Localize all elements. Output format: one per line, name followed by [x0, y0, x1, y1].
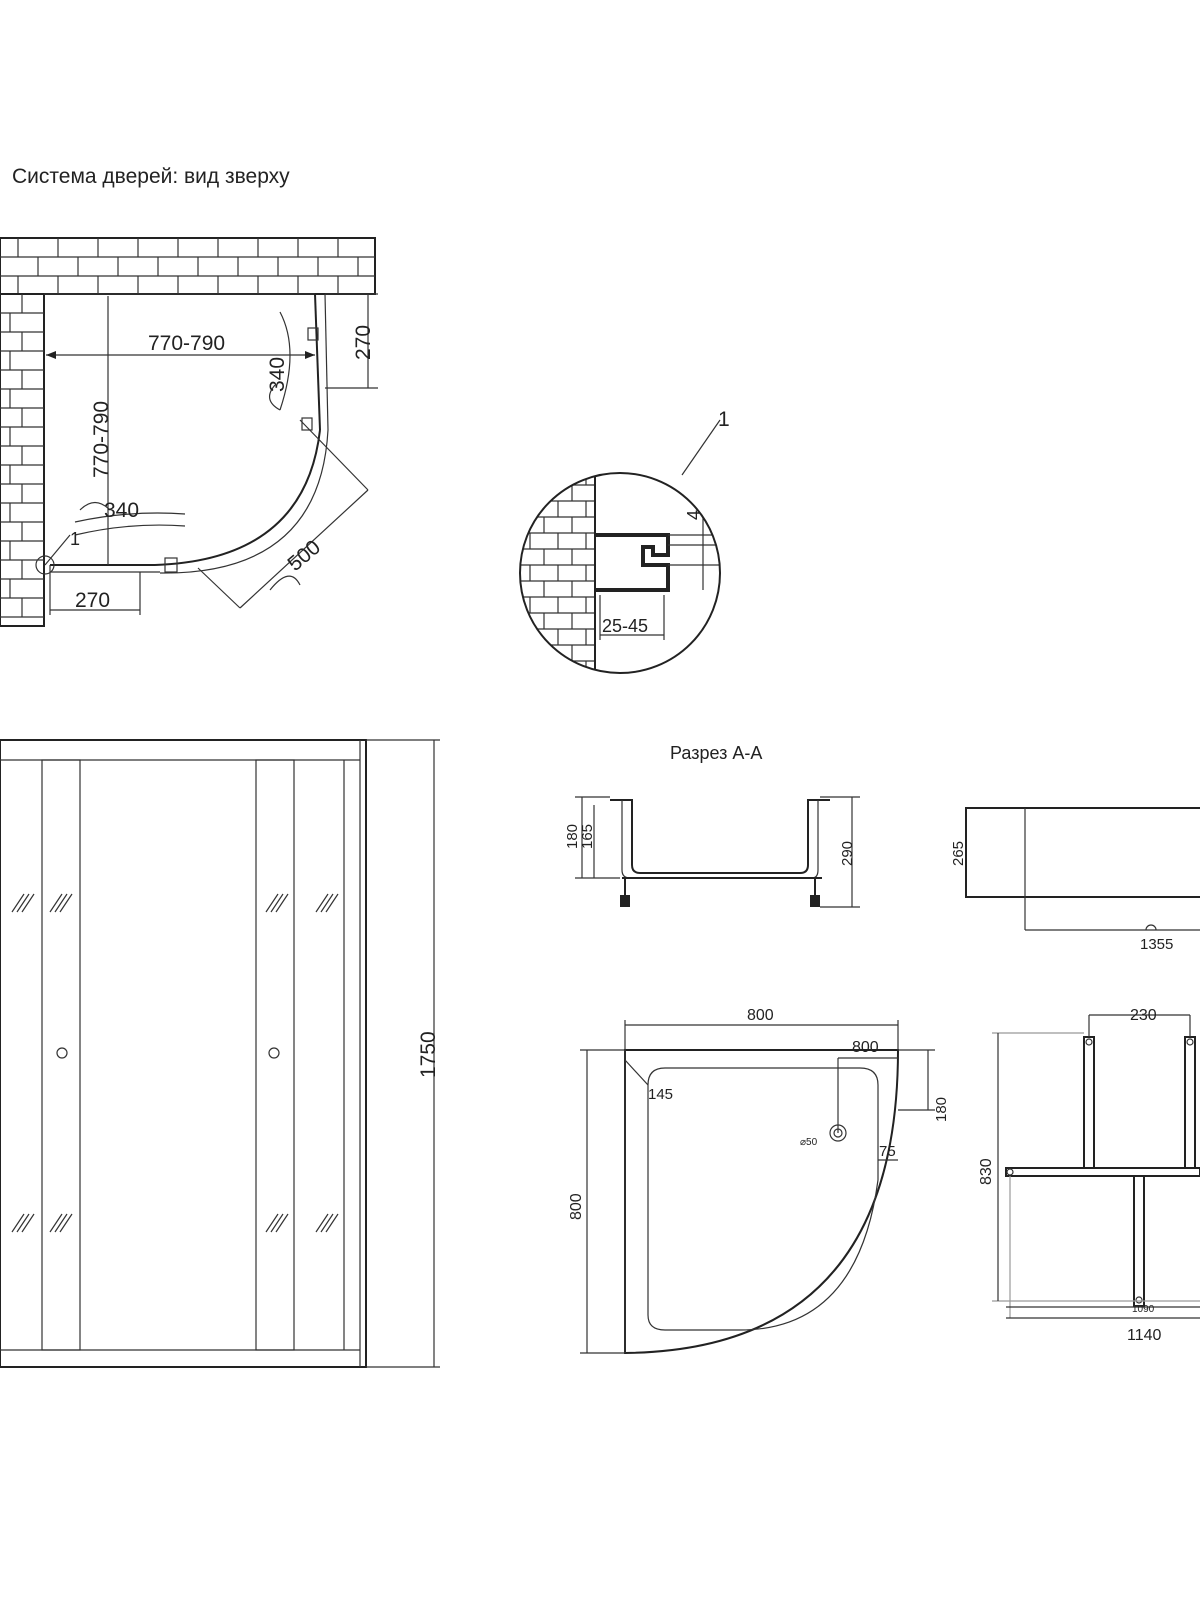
tray-edge-75-label: 75: [879, 1143, 896, 1160]
top-view-door-arc-left-label: 340: [104, 499, 139, 522]
detail-gap-label: 4: [684, 510, 704, 520]
tray-corner-label: 145: [648, 1086, 673, 1103]
tray-drain-offset-label: 800: [852, 1039, 879, 1056]
top-view-door-arc-top-label: 340: [266, 357, 289, 392]
front-view: 1750: [0, 739, 440, 1368]
side-view: 265 1355: [950, 807, 1200, 953]
brick-wall-left: [0, 293, 45, 627]
section-dim-165: 165: [579, 824, 596, 849]
frame-inner-dim-label: 1090: [1132, 1304, 1155, 1315]
side-view-height-label: 265: [950, 841, 967, 866]
section-a-a: 180 165 290: [564, 796, 860, 908]
tray-height-left-label: 800: [568, 1193, 585, 1220]
side-view-length-label: 1355: [1140, 936, 1173, 953]
dim-depth-770-790: 770-790: [90, 296, 113, 565]
detail-profile-label: 25-45: [602, 616, 648, 636]
detail-view: 1 4 25-45: [519, 408, 730, 674]
frame-width-dim-label: 1140: [1127, 1327, 1162, 1344]
tray-drain-180-label: 180: [933, 1097, 950, 1122]
top-view-title: Система дверей: вид зверху: [12, 165, 290, 188]
frame-height-dim-label: 830: [978, 1158, 995, 1185]
frame-plan: 230 830 1090 1140: [978, 1007, 1200, 1344]
front-view-height-label: 1750: [417, 1031, 440, 1078]
top-view-width-label: 770-790: [148, 332, 225, 355]
brick-wall-top: [0, 237, 376, 295]
top-view-depth-label: 770-790: [90, 401, 113, 478]
dim-side-top-270: 270: [325, 293, 378, 389]
detail-callout-label: 1: [718, 408, 730, 431]
section-title: Разрез А-А: [670, 743, 762, 763]
tray-width-top-label: 800: [747, 1007, 774, 1024]
dim-width-770-790: 770-790: [46, 332, 315, 359]
dim-side-bottom-270: 270: [49, 565, 141, 615]
top-view-callout-marker: 1: [70, 529, 80, 549]
top-view-door-opening-label: 500: [283, 536, 325, 576]
tray-drain-diameter-label: ⌀50: [800, 1137, 818, 1148]
section-dim-290: 290: [839, 841, 856, 866]
top-view-side-bottom-label: 270: [75, 589, 110, 612]
frame-top-dim-label: 230: [1130, 1007, 1157, 1024]
top-view-side-top-label: 270: [352, 325, 375, 360]
tray-plan: 800 800 800 145 180 75 ⌀50: [568, 1007, 950, 1355]
section-dim-180: 180: [564, 824, 581, 849]
